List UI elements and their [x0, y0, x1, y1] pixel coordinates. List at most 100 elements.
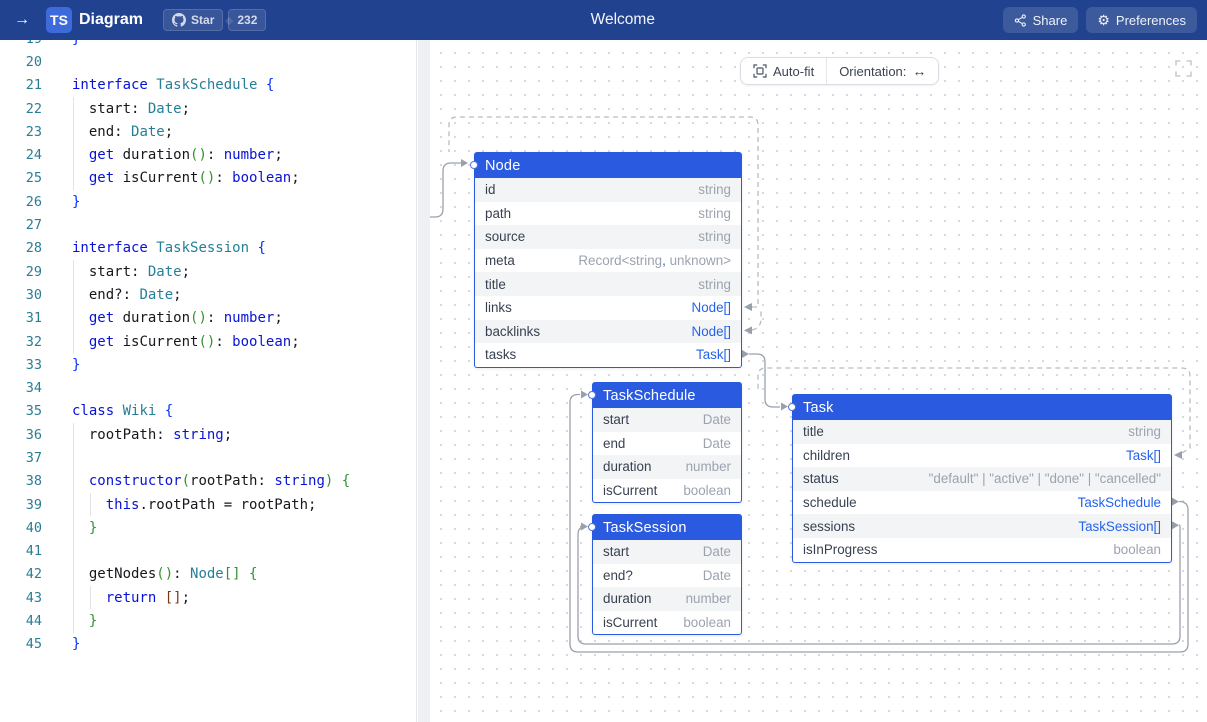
- field-type: string: [698, 229, 731, 245]
- field-name: isCurrent: [603, 615, 658, 631]
- preferences-button[interactable]: ⚙ Preferences: [1086, 7, 1197, 33]
- fullscreen-button[interactable]: [1175, 60, 1192, 82]
- table-title[interactable]: TaskSchedule: [593, 383, 741, 408]
- field-name: sessions: [803, 518, 856, 534]
- line-number: 35: [25, 403, 42, 420]
- table-port-tasksession[interactable]: [588, 522, 596, 531]
- field-type-link[interactable]: Node[]: [691, 300, 731, 316]
- github-star-count[interactable]: 232: [228, 9, 267, 31]
- field-type-link[interactable]: TaskSession[]: [1078, 518, 1161, 534]
- code-token: get: [88, 333, 115, 350]
- table-title[interactable]: Node: [475, 153, 741, 178]
- code-token: ;: [173, 286, 182, 303]
- code-token: [333, 473, 341, 489]
- code-line[interactable]: 32 get isCurrent(): boolean;: [0, 329, 416, 354]
- field-type: Date: [702, 544, 731, 560]
- table-port-taskschedule[interactable]: [588, 390, 596, 399]
- line-number: 41: [25, 543, 42, 560]
- code-token: Date: [131, 123, 165, 140]
- app-logo-text: Diagram: [79, 11, 144, 28]
- page-title: Welcome: [590, 11, 655, 28]
- line-number: 34: [25, 380, 42, 397]
- indent-guide: [73, 166, 74, 191]
- code-token: constructor: [88, 473, 182, 490]
- table-port-node[interactable]: [470, 160, 478, 169]
- code-line[interactable]: 30 end?: Date;: [0, 283, 416, 307]
- code-line[interactable]: 45}: [0, 633, 416, 656]
- share-button[interactable]: Share: [1002, 7, 1079, 33]
- field-type-link[interactable]: Task[]: [696, 347, 731, 363]
- github-star-widget[interactable]: Star 232: [163, 9, 267, 31]
- indent-guide: [73, 423, 74, 447]
- code-line[interactable]: 26}: [0, 190, 416, 213]
- indent-guide: [73, 492, 74, 517]
- field-type-link[interactable]: Node[]: [691, 323, 731, 339]
- code-line[interactable]: 43 return [];: [0, 586, 416, 610]
- code-line[interactable]: 34: [0, 376, 416, 399]
- code-line[interactable]: 37: [0, 446, 416, 470]
- fullscreen-corners-icon: [1175, 60, 1192, 77]
- code-token: Wiki: [122, 403, 157, 420]
- table-port-task[interactable]: [788, 402, 796, 411]
- code-token: Date: [147, 100, 182, 117]
- code-token: number: [223, 310, 275, 327]
- preferences-label: Preferences: [1115, 12, 1186, 28]
- code-line[interactable]: 29 start: Date;: [0, 259, 416, 284]
- field-name: path: [485, 205, 512, 221]
- github-star-button[interactable]: Star: [163, 9, 224, 31]
- back-arrow-icon[interactable]: →: [14, 11, 30, 28]
- code-text: class Wiki {: [42, 403, 173, 419]
- code-line[interactable]: 24 get duration(): number;: [0, 143, 416, 167]
- indent-guide: [90, 492, 91, 517]
- code-line[interactable]: 22 start: Date;: [0, 96, 416, 121]
- code-line[interactable]: 27: [0, 213, 416, 236]
- code-token: :: [215, 333, 233, 350]
- code-line[interactable]: 44 }: [0, 609, 416, 633]
- code-line[interactable]: 33}: [0, 353, 416, 376]
- code-line[interactable]: 20: [0, 50, 416, 73]
- table-title[interactable]: Task: [793, 395, 1171, 420]
- line-number: 45: [25, 636, 42, 653]
- code-line[interactable]: 23 end: Date;: [0, 120, 416, 144]
- field-name: source: [485, 229, 526, 245]
- field-name: duration: [603, 591, 652, 607]
- app-logo[interactable]: TS: [46, 7, 72, 33]
- table-title[interactable]: TaskSession: [593, 515, 741, 540]
- field-type-link[interactable]: Task[]: [1126, 447, 1161, 463]
- code-token: ;: [164, 123, 174, 140]
- code-line[interactable]: 19}: [0, 40, 416, 50]
- pane-resizer[interactable]: [418, 40, 430, 722]
- code-line[interactable]: 38 constructor(rootPath: string) {: [0, 469, 416, 493]
- code-line[interactable]: 40 }: [0, 516, 416, 540]
- indent-guide: [90, 586, 91, 610]
- autofit-button[interactable]: Auto-fit: [741, 58, 827, 84]
- field-type-link[interactable]: TaskSchedule: [1077, 495, 1161, 511]
- code-line[interactable]: 36 rootPath: string;: [0, 423, 416, 447]
- indent-guide: [73, 469, 74, 493]
- code-line[interactable]: 39 this.rootPath = rootPath;: [0, 492, 416, 517]
- line-number: 32: [25, 333, 42, 350]
- line-number: 39: [25, 496, 42, 513]
- indent-guide: [73, 143, 74, 167]
- orientation-button[interactable]: Orientation: ↔: [826, 58, 939, 84]
- field-name: tasks: [485, 347, 517, 363]
- fit-view-icon: [753, 64, 767, 78]
- code-line[interactable]: 41: [0, 539, 416, 563]
- code-line[interactable]: 42 getNodes(): Node[] {: [0, 562, 416, 587]
- code-token: getNodes: [72, 566, 157, 583]
- code-line[interactable]: 25 get isCurrent(): boolean;: [0, 166, 416, 191]
- code-text: getNodes(): Node[] {: [42, 566, 258, 583]
- code-token: number: [223, 147, 275, 164]
- code-line[interactable]: 31 get duration(): number;: [0, 306, 416, 330]
